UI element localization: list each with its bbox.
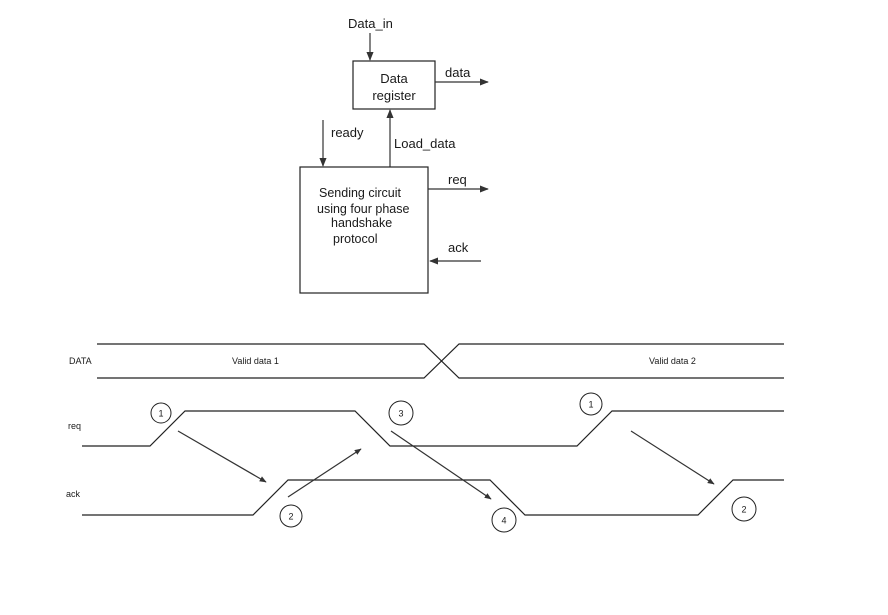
data-signal-label: DATA bbox=[69, 356, 92, 366]
step-marker-1b: 1 bbox=[579, 392, 603, 416]
svg-text:2: 2 bbox=[741, 505, 746, 515]
step-marker-2a: 2 bbox=[279, 504, 303, 528]
data-output-label: data bbox=[445, 65, 471, 80]
timing-diagram: DATA Valid data 1 Valid data 2 req ack 1… bbox=[66, 343, 784, 533]
svg-text:1: 1 bbox=[588, 400, 593, 410]
req-rise-to-ack-rise-arrow-2 bbox=[630, 430, 715, 485]
sending-circuit-label-line2: using four phase bbox=[317, 202, 409, 216]
req-rise-to-ack-rise-arrow bbox=[177, 430, 267, 483]
valid-data-1-label: Valid data 1 bbox=[232, 356, 279, 366]
req-signal-label: req bbox=[68, 421, 81, 431]
req-fall-to-ack-fall-arrow bbox=[390, 430, 492, 500]
ready-label: ready bbox=[331, 125, 364, 140]
sending-circuit-label-line4: protocol bbox=[333, 232, 377, 246]
load-data-label: Load_data bbox=[394, 136, 456, 151]
ack-rise-to-req-fall-arrow bbox=[287, 448, 362, 498]
sending-circuit-label-line1: Sending circuit bbox=[319, 186, 402, 200]
sending-circuit-box bbox=[299, 166, 429, 294]
data-in-label: Data_in bbox=[348, 16, 393, 31]
svg-text:1: 1 bbox=[158, 409, 163, 419]
sending-circuit-label-line3: handshake bbox=[331, 216, 392, 230]
step-marker-4: 4 bbox=[491, 507, 517, 533]
data-register-box bbox=[352, 60, 436, 110]
ack-waveform bbox=[82, 479, 784, 516]
step-marker-2b: 2 bbox=[731, 496, 757, 522]
valid-data-2-label: Valid data 2 bbox=[649, 356, 696, 366]
step-marker-3: 3 bbox=[388, 400, 414, 426]
svg-text:2: 2 bbox=[288, 512, 293, 522]
ack-input-label: ack bbox=[448, 240, 469, 255]
step-marker-1a: 1 bbox=[150, 402, 172, 424]
block-diagram: Data_in Data register data ready Load_da… bbox=[299, 16, 489, 294]
data-register-label-line1: Data bbox=[380, 71, 408, 86]
req-waveform bbox=[82, 410, 784, 447]
svg-text:4: 4 bbox=[501, 516, 506, 526]
data-bus-line-b bbox=[97, 343, 784, 379]
data-register-label-line2: register bbox=[372, 88, 416, 103]
ack-signal-label: ack bbox=[66, 489, 81, 499]
svg-text:3: 3 bbox=[398, 409, 403, 419]
req-output-label: req bbox=[448, 172, 467, 187]
